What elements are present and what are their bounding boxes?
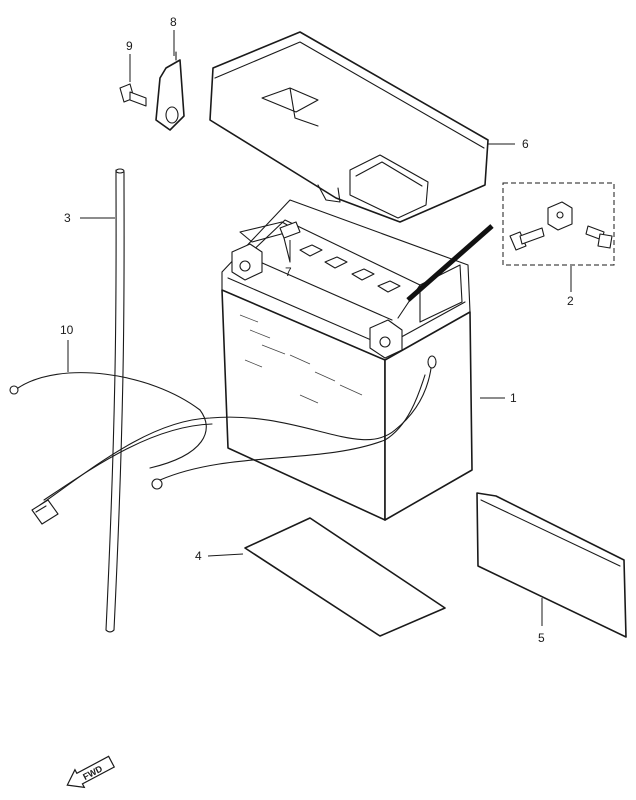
fwd-arrow-icon: FWD: [66, 755, 116, 789]
callout-1: 1: [510, 391, 517, 405]
battery-cover: [209, 31, 489, 223]
callout-8: 8: [170, 15, 177, 29]
terminal-bolt-set: [502, 182, 615, 266]
callout-3: 3: [64, 211, 71, 225]
caution-label: [476, 492, 627, 638]
callout-4: 4: [195, 549, 202, 563]
callout-6: 6: [522, 137, 529, 151]
callout-10: 10: [60, 323, 74, 337]
lead-wire: [9, 355, 437, 525]
breather-hose: [105, 168, 125, 633]
callout-2: 2: [567, 294, 574, 308]
bracket-bolt: [119, 83, 147, 107]
callout-7: 7: [285, 265, 292, 279]
battery: [221, 199, 494, 521]
cover-clip: [279, 221, 301, 263]
callout-5: 5: [538, 631, 545, 645]
battery-label-sheet: [244, 517, 446, 637]
leader-lines: [67, 30, 572, 626]
callout-labels: 1 2 3 4 5 6 7 8 9 10: [60, 15, 574, 645]
callout-9: 9: [126, 39, 133, 53]
holder-bracket: [155, 51, 185, 131]
